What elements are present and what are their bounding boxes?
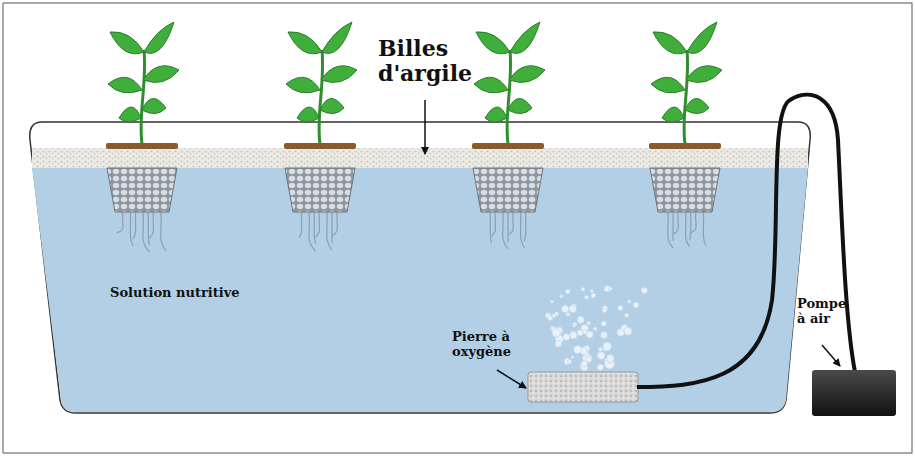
bubble xyxy=(603,342,611,350)
leaf xyxy=(485,107,507,122)
frame xyxy=(3,3,912,453)
bubble xyxy=(548,316,553,321)
bubble xyxy=(628,300,632,304)
plant-pot xyxy=(472,22,545,249)
leaf xyxy=(321,66,357,83)
label: Pierre à oxygène xyxy=(452,330,526,360)
leaf xyxy=(119,107,141,122)
bubble xyxy=(597,364,603,370)
water xyxy=(32,168,808,412)
leaf xyxy=(509,66,545,83)
bubble xyxy=(585,295,589,299)
net-pot xyxy=(650,168,720,212)
leaf xyxy=(476,32,510,54)
bubble xyxy=(550,300,553,303)
bubble xyxy=(563,334,570,341)
plant-pot xyxy=(649,22,722,248)
leader-line xyxy=(424,100,426,154)
stem xyxy=(684,50,688,144)
bubble xyxy=(624,327,632,335)
bubble xyxy=(571,356,574,359)
leaf xyxy=(687,22,717,53)
bubble xyxy=(581,287,585,291)
leaf xyxy=(651,77,685,93)
bubble xyxy=(560,295,563,298)
leader-line xyxy=(497,370,526,388)
bubble xyxy=(577,330,583,336)
stem xyxy=(141,50,145,144)
air-tube xyxy=(637,95,855,387)
plant-pot xyxy=(284,22,357,251)
air-stone xyxy=(528,372,638,402)
bubble xyxy=(597,352,605,360)
leaf xyxy=(320,98,344,113)
bubble xyxy=(555,340,562,347)
leaf xyxy=(662,107,684,122)
bubble xyxy=(555,312,559,316)
bubble xyxy=(586,356,592,362)
label: Solution nutritive xyxy=(110,286,290,301)
bubble xyxy=(581,361,587,367)
bubble xyxy=(574,346,582,354)
leaf xyxy=(474,77,508,93)
clay-layer xyxy=(32,148,808,168)
leaf xyxy=(288,32,322,54)
bubble xyxy=(577,316,584,323)
bubble xyxy=(566,289,571,294)
bubble xyxy=(593,327,597,331)
leaf xyxy=(108,77,142,93)
stem xyxy=(319,50,323,144)
leaf xyxy=(510,22,540,53)
bubble xyxy=(552,329,560,337)
net-pot xyxy=(107,168,177,212)
bubble xyxy=(567,359,571,363)
air-pump xyxy=(812,370,896,416)
net-pot xyxy=(285,168,355,212)
bubble xyxy=(601,321,606,326)
bubble xyxy=(599,347,603,351)
net-pot xyxy=(473,168,543,212)
leaf xyxy=(110,32,144,54)
bubble xyxy=(587,321,591,325)
leaf xyxy=(685,98,709,113)
leaf xyxy=(297,107,319,122)
label: Billes d'argile xyxy=(378,36,488,87)
bubble xyxy=(590,290,593,293)
leader-line xyxy=(822,345,840,366)
leaf xyxy=(286,77,320,93)
bubble xyxy=(601,332,608,339)
stem xyxy=(507,50,511,144)
bubble xyxy=(602,309,606,313)
bubble xyxy=(625,313,629,317)
leaf xyxy=(686,66,722,83)
plant-pot xyxy=(106,22,179,252)
bubble xyxy=(609,287,613,291)
bubble xyxy=(591,293,596,298)
leaf xyxy=(144,22,174,53)
tank xyxy=(30,122,811,413)
bubble xyxy=(641,287,647,293)
leaf xyxy=(322,22,352,53)
bubble xyxy=(566,312,570,316)
bubble xyxy=(586,331,593,338)
leaf xyxy=(143,66,179,83)
bubble xyxy=(569,305,576,312)
bubble xyxy=(618,305,623,310)
bubble xyxy=(617,329,624,336)
bubble xyxy=(562,305,569,312)
bubble xyxy=(572,324,575,327)
leaf xyxy=(653,32,687,54)
leaf xyxy=(508,98,532,113)
bubble xyxy=(607,355,614,362)
label: Pompe à air xyxy=(797,297,855,327)
leaf xyxy=(142,98,166,113)
bubble xyxy=(570,331,577,338)
bubble xyxy=(633,302,638,307)
